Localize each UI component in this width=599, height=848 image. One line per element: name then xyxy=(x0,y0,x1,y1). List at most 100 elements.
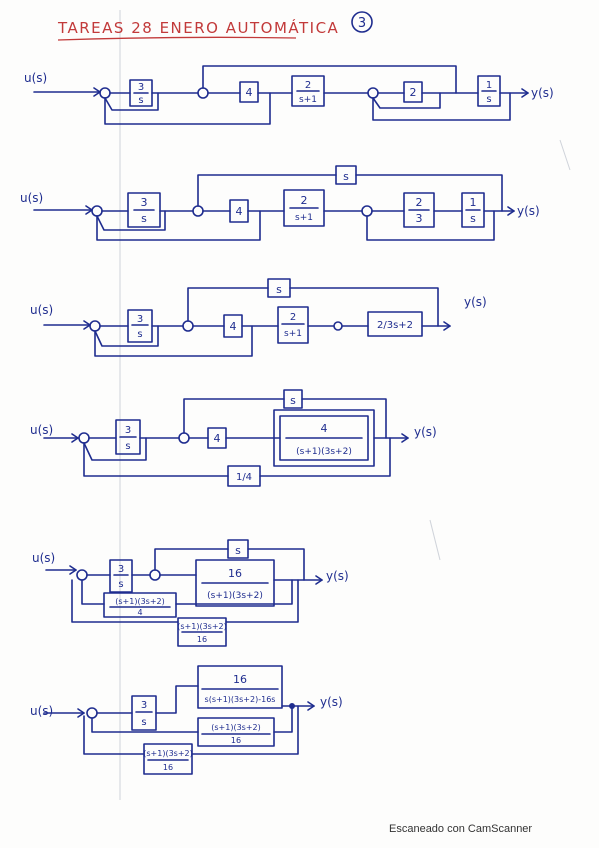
svg-text:16: 16 xyxy=(231,736,241,745)
summing-junction xyxy=(178,432,190,444)
block-2 xyxy=(403,81,423,103)
svg-text:s+1: s+1 xyxy=(299,95,317,105)
output-label: y(s) xyxy=(320,695,343,709)
title-underline xyxy=(57,36,297,41)
block-2-over-s-plus-1 xyxy=(277,306,309,344)
svg-text:4: 4 xyxy=(230,320,237,333)
output-label: y(s) xyxy=(326,569,349,583)
block-2-over-s-plus-1 xyxy=(283,189,325,227)
output-label: y(s) xyxy=(464,295,487,309)
block-s-plus-1-3s-plus-2-over-16 xyxy=(177,617,227,647)
svg-text:4: 4 xyxy=(236,205,243,218)
svg-text:4: 4 xyxy=(214,432,221,445)
svg-text:s: s xyxy=(137,329,142,340)
svg-text:(s+1)(3s+2): (s+1)(3s+2) xyxy=(211,723,261,732)
svg-text:1: 1 xyxy=(486,80,492,91)
diagram-5: u(s) 3 s 16 (s+1)(3s+2) y(s) s (s+1)(3s+… xyxy=(32,539,349,647)
block-16-over-s-plus-1-3s-plus-2 xyxy=(195,559,275,607)
svg-text:4: 4 xyxy=(137,608,142,617)
paper-marks xyxy=(119,10,571,800)
svg-text:s: s xyxy=(343,170,349,183)
svg-text:3: 3 xyxy=(141,700,147,711)
svg-text:s: s xyxy=(138,95,143,106)
svg-text:1: 1 xyxy=(470,196,477,209)
block-3-over-s xyxy=(127,192,161,228)
block-1-over-s xyxy=(461,192,485,228)
block-s-plus-1-3s-plus-2-over-16-b xyxy=(143,743,193,775)
summing-junction xyxy=(78,432,90,444)
diagram-3: u(s) 3 s 4 2 s+1 2/3s+2 y(s) s xyxy=(30,278,487,357)
diagram-4: u(s) 3 s 4 4 (s+1)(3s+2) y(s) 1/4 s xyxy=(30,389,437,487)
svg-text:3: 3 xyxy=(137,314,143,325)
block-3-over-s xyxy=(109,559,133,593)
page-number-circle xyxy=(351,11,373,33)
svg-text:2/3s+2: 2/3s+2 xyxy=(377,320,413,331)
input-label: u(s) xyxy=(32,551,55,565)
svg-text:2: 2 xyxy=(410,86,417,99)
block-1-over-s xyxy=(477,75,501,107)
svg-text:s: s xyxy=(141,717,146,728)
header: TAREAS 28 ENERO AUTOMÁTICA 3 xyxy=(57,11,373,41)
diagram-2: u(s) 3 s 4 2 s+1 2 3 1 s y(s) xyxy=(20,165,540,241)
svg-text:s: s xyxy=(290,394,296,407)
svg-text:4: 4 xyxy=(246,86,253,99)
svg-text:(s+1)(3s+2): (s+1)(3s+2) xyxy=(177,622,227,631)
svg-text:(s+1)(3s+2): (s+1)(3s+2) xyxy=(143,749,193,758)
svg-text:1/4: 1/4 xyxy=(236,472,252,483)
svg-text:s: s xyxy=(470,212,476,225)
svg-text:s: s xyxy=(125,441,130,452)
diagram-6: u(s) 3 s 16 s(s+1)(3s+2)-16s y(s) (s+1)(… xyxy=(30,665,343,775)
output-label: y(s) xyxy=(414,425,437,439)
input-label: u(s) xyxy=(30,704,53,718)
svg-text:2: 2 xyxy=(290,312,296,323)
title-text: TAREAS 28 ENERO AUTOMÁTICA xyxy=(57,18,339,37)
block-s-plus-1-3s-plus-2-over-4 xyxy=(103,592,177,618)
block-2-over-3s-plus-2 xyxy=(367,311,423,337)
block-3-over-s xyxy=(115,419,141,455)
svg-text:4: 4 xyxy=(321,422,328,435)
svg-text:3: 3 xyxy=(141,196,148,209)
svg-text:3: 3 xyxy=(416,212,423,225)
summing-junction xyxy=(86,707,98,719)
summing-junction xyxy=(76,569,88,581)
svg-text:16: 16 xyxy=(197,635,207,644)
summing-junction xyxy=(361,205,373,217)
input-label: u(s) xyxy=(30,423,53,437)
output-label: y(s) xyxy=(517,204,540,218)
svg-text:(s+1)(3s+2): (s+1)(3s+2) xyxy=(207,591,263,601)
block-4 xyxy=(239,81,259,103)
junction xyxy=(333,321,343,331)
svg-text:2: 2 xyxy=(416,196,423,209)
output-label: y(s) xyxy=(531,86,554,100)
summing-junction xyxy=(149,569,161,581)
svg-text:16: 16 xyxy=(233,673,247,686)
svg-text:s: s xyxy=(276,283,282,296)
svg-text:s: s xyxy=(235,544,241,557)
camscanner-watermark: Escaneado con CamScanner xyxy=(389,823,533,835)
svg-text:16: 16 xyxy=(228,567,242,580)
svg-text:(s+1)(3s+2): (s+1)(3s+2) xyxy=(296,447,352,457)
svg-text:s: s xyxy=(486,94,491,105)
svg-text:3: 3 xyxy=(118,564,124,575)
summing-junction xyxy=(192,205,204,217)
input-label: u(s) xyxy=(24,71,47,85)
diagram-1: u(s) 3 s 4 2 s+1 2 1 s y(s) xyxy=(24,65,554,125)
input-label: u(s) xyxy=(20,191,43,205)
svg-text:s(s+1)(3s+2)-16s: s(s+1)(3s+2)-16s xyxy=(205,695,276,704)
summing-junction xyxy=(91,205,103,217)
summing-junction xyxy=(182,320,194,332)
summing-junction xyxy=(99,87,111,99)
block-4-over-s-plus-1-3s-plus-2 xyxy=(279,415,369,461)
summing-junction xyxy=(197,87,209,99)
svg-text:16: 16 xyxy=(163,763,173,772)
block-2-over-3 xyxy=(403,192,435,228)
svg-text:s+1: s+1 xyxy=(295,213,313,223)
svg-text:3: 3 xyxy=(138,82,144,93)
input-label: u(s) xyxy=(30,303,53,317)
svg-text:3: 3 xyxy=(125,425,131,436)
summing-junction xyxy=(89,320,101,332)
block-16-over-s-s-plus-1-3s-plus-2-minus-16s xyxy=(197,665,283,709)
svg-text:s: s xyxy=(118,579,123,590)
block-2-over-s-plus-1 xyxy=(291,75,325,107)
